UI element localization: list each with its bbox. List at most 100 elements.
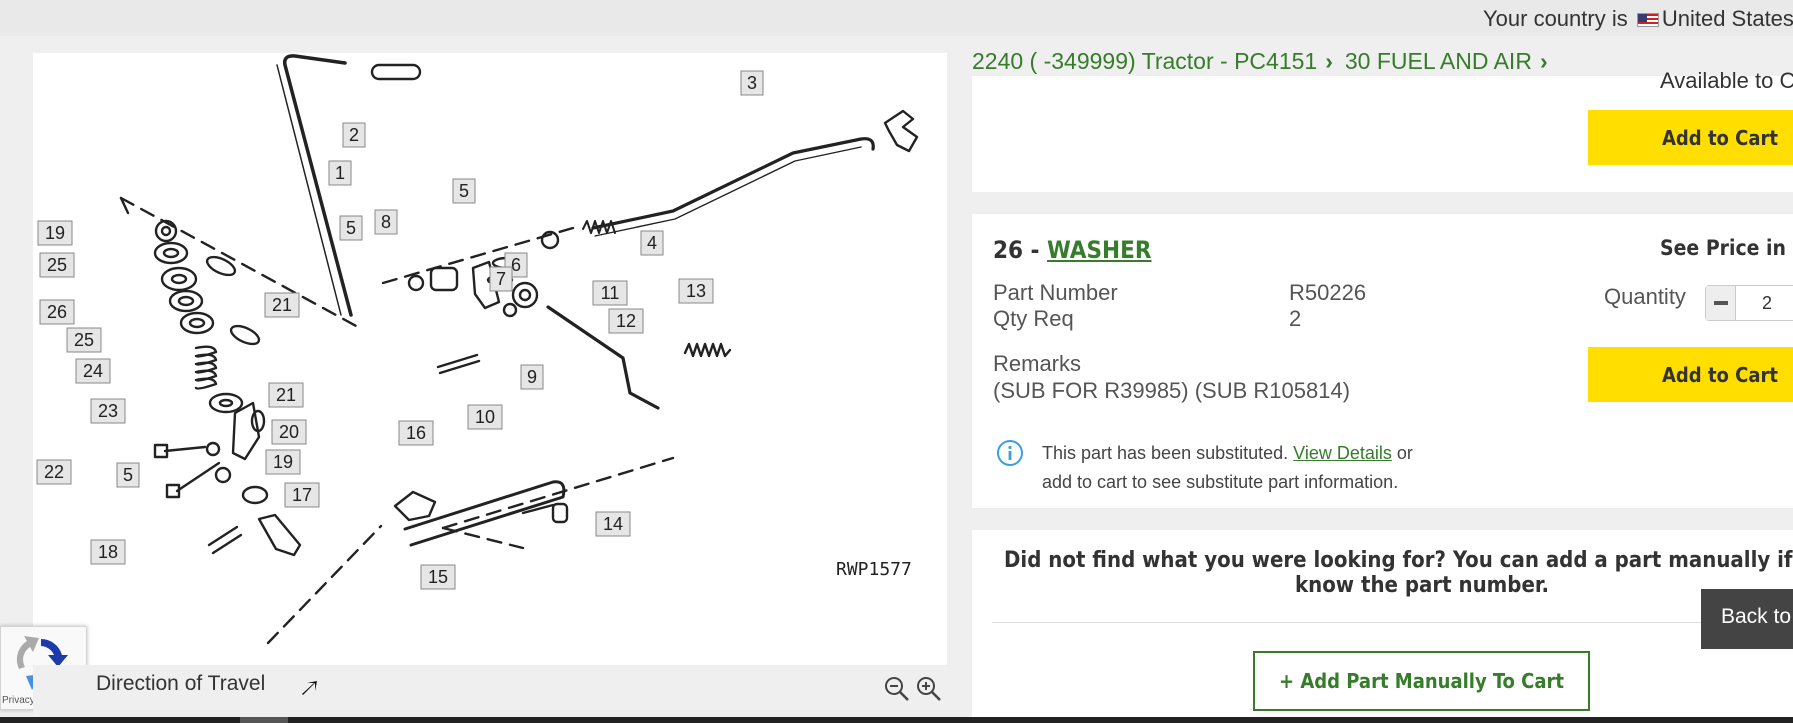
callout-5[interactable]: 5 [339, 215, 363, 241]
see-price-label: See Price in [1660, 236, 1786, 260]
callout-24[interactable]: 24 [75, 358, 111, 384]
breadcrumb: 2240 ( -349999) Tractor - PC4151 › 30 FUEL… [972, 48, 1560, 75]
callout-labels: 1234556789101112131415161718191920212122… [36, 70, 764, 590]
callout-label: 23 [98, 401, 118, 421]
not-found-message: Did not find what you were looking for? … [1003, 548, 1793, 598]
callout-label: 21 [276, 385, 296, 405]
previous-part-card: Available to C Add to Cart [972, 68, 1793, 192]
callout-16[interactable]: 16 [398, 420, 434, 446]
callout-label: 5 [123, 465, 133, 485]
callout-25[interactable]: 25 [39, 252, 75, 278]
callout-label: 9 [527, 367, 537, 387]
zoom-out-icon[interactable] [883, 675, 911, 703]
callout-label: 22 [44, 462, 64, 482]
minus-icon[interactable] [1706, 286, 1736, 320]
part-index: 26 - [993, 236, 1040, 264]
callout-9[interactable]: 9 [520, 364, 544, 390]
qty-req-value: 2 [1289, 306, 1302, 331]
callout-15[interactable]: 15 [420, 564, 456, 590]
callout-label: 21 [272, 295, 292, 315]
direction-of-travel-label: Direction of Travel [96, 672, 266, 695]
callout-23[interactable]: 23 [90, 398, 126, 424]
callout-label: 6 [511, 255, 521, 275]
breadcrumb-item-section[interactable]: 30 FUEL AND AIR [1344, 48, 1532, 74]
back-to-top-button[interactable]: Back to [1701, 589, 1793, 649]
callout-label: 14 [603, 514, 623, 534]
callout-label: 7 [496, 269, 506, 289]
quantity-input[interactable] [1737, 286, 1793, 320]
breadcrumb-item-model[interactable]: 2240 ( -349999) Tractor - PC4151 [972, 48, 1318, 74]
callout-18[interactable]: 18 [90, 539, 126, 565]
callout-21[interactable]: 21 [268, 382, 304, 408]
view-details-link[interactable]: View Details [1293, 443, 1392, 463]
callout-19[interactable]: 19 [265, 449, 301, 475]
callout-17[interactable]: 17 [284, 482, 320, 508]
add-to-cart-button[interactable]: Add to Cart [1588, 110, 1793, 165]
callout-label: 25 [47, 255, 67, 275]
callout-label: 5 [459, 181, 469, 201]
callout-5[interactable]: 5 [452, 178, 476, 204]
part-card-washer: 26 - WASHER See Price in Part Number R50… [972, 214, 1793, 508]
country-name: United States [1661, 6, 1793, 31]
country-prefix: Your country is [1483, 6, 1628, 31]
callout-25[interactable]: 25 [66, 327, 102, 353]
quantity-stepper[interactable] [1705, 285, 1793, 321]
chevron-right-icon: › [1539, 48, 1548, 74]
callout-4[interactable]: 4 [640, 230, 664, 256]
callout-label: 3 [747, 73, 757, 93]
callout-20[interactable]: 20 [271, 419, 307, 445]
top-bar: Your country is United States [0, 0, 1793, 36]
callout-12[interactable]: 12 [608, 308, 644, 334]
remarks-value: (SUB FOR R39985) (SUB R105814) [993, 378, 1351, 403]
divider [992, 622, 1793, 623]
callout-label: 4 [647, 233, 657, 253]
part-title: 26 - WASHER [993, 236, 1152, 264]
callout-label: 16 [406, 423, 426, 443]
scrollbar-thumb[interactable] [240, 717, 288, 723]
add-to-cart-button[interactable]: Add to Cart [1588, 347, 1793, 402]
callout-label: 17 [292, 485, 312, 505]
quantity-label: Quantity [1604, 284, 1686, 309]
callout-5[interactable]: 5 [116, 462, 140, 488]
callout-8[interactable]: 8 [374, 209, 398, 235]
callout-3[interactable]: 3 [740, 70, 764, 96]
zoom-in-icon[interactable] [915, 675, 943, 703]
callout-13[interactable]: 13 [678, 278, 714, 304]
callout-label: 26 [47, 302, 67, 322]
exploded-view-drawing: RWP1577 12345567891011121314151617181919… [36, 54, 919, 645]
callout-label: 19 [273, 452, 293, 472]
us-flag-icon [1636, 13, 1659, 27]
availability-text: Available to C [1660, 68, 1793, 93]
notice-text-2: add to cart to see substitute part infor… [1042, 472, 1399, 492]
country-indicator[interactable]: Your country is United States [1483, 6, 1793, 32]
callout-label: 8 [381, 212, 391, 232]
notice-text: This part has been substituted. [1042, 443, 1289, 463]
callout-19[interactable]: 19 [37, 220, 73, 246]
callout-22[interactable]: 22 [36, 459, 72, 485]
direction-arrow-icon [302, 681, 317, 695]
callout-14[interactable]: 14 [595, 511, 631, 537]
chevron-right-icon: › [1325, 48, 1333, 74]
bottom-scrollbar[interactable] [0, 717, 1793, 723]
callout-1[interactable]: 1 [328, 160, 352, 186]
callout-label: 18 [98, 542, 118, 562]
callout-26[interactable]: 26 [39, 299, 75, 325]
notice-text-or: or [1396, 443, 1413, 463]
callout-7[interactable]: 7 [489, 266, 513, 292]
callout-2[interactable]: 2 [342, 122, 366, 148]
callout-label: 19 [45, 223, 65, 243]
callout-label: 12 [616, 311, 636, 331]
diagram-footer: Direction of Travel [33, 665, 947, 717]
callout-label: 1 [335, 163, 345, 183]
callout-label: 13 [686, 281, 706, 301]
callout-10[interactable]: 10 [467, 404, 503, 430]
callout-label: 20 [279, 422, 299, 442]
callout-label: 24 [83, 361, 103, 381]
callout-21[interactable]: 21 [264, 292, 300, 318]
manual-add-card: Did not find what you were looking for? … [972, 530, 1793, 723]
callout-11[interactable]: 11 [592, 280, 628, 306]
part-name-link[interactable]: WASHER [1047, 236, 1152, 264]
callout-label: 2 [349, 125, 359, 145]
add-part-manually-button[interactable]: + Add Part Manually To Cart [1253, 651, 1590, 711]
